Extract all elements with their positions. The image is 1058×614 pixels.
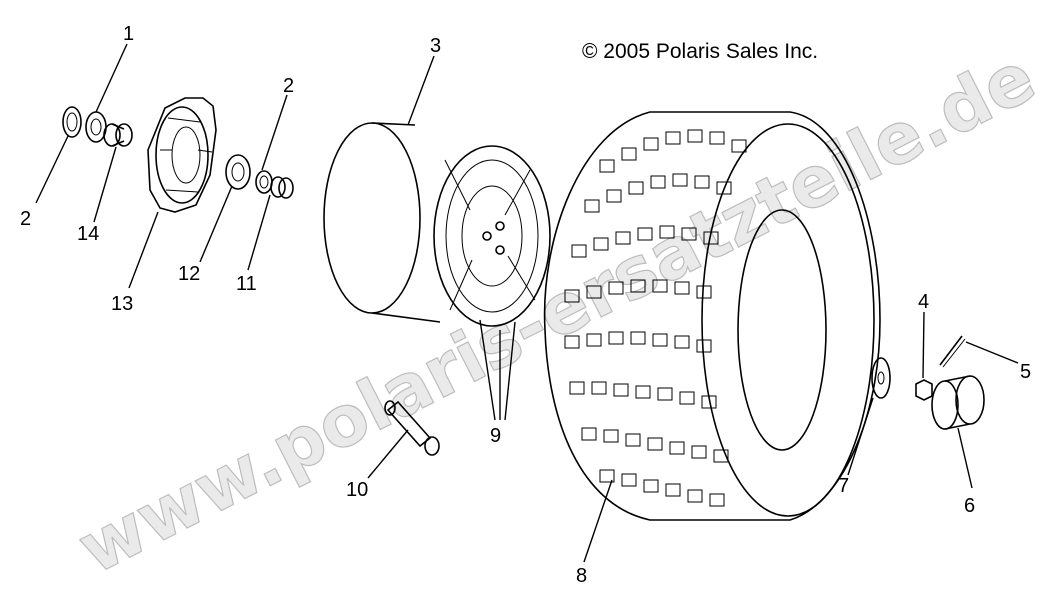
valve-stem [384, 400, 440, 456]
cotter-pin [939, 335, 966, 368]
leader-lines [35, 43, 1019, 563]
callout-13: 13 [111, 293, 133, 315]
callout-9: 9 [490, 425, 501, 447]
callout-14: 14 [77, 223, 99, 245]
callout-12: 12 [178, 263, 200, 285]
bearing [85, 111, 107, 143]
callout-2b: 2 [283, 75, 294, 97]
callout-5: 5 [1020, 361, 1031, 383]
callout-6: 6 [964, 495, 975, 517]
callout-2a: 2 [20, 208, 31, 230]
callout-10: 10 [346, 479, 368, 501]
copyright-text: © 2005 Polaris Sales Inc. [582, 40, 818, 63]
rim [323, 122, 551, 327]
callout-8: 8 [576, 565, 587, 587]
bearing-seal-left [62, 106, 82, 138]
tire [543, 111, 881, 521]
washer [871, 357, 891, 399]
callout-4: 4 [918, 291, 929, 313]
callout-7: 7 [838, 475, 849, 497]
wheel-hub [147, 97, 217, 213]
spacer-14 [103, 123, 133, 147]
callout-1: 1 [123, 23, 134, 45]
callout-3: 3 [430, 35, 441, 57]
axle-nut [915, 379, 933, 401]
bearing-12 [225, 154, 251, 190]
watermark-text: www.polaris-ersatzteile.de [65, 36, 1047, 591]
bearing-seal-right [255, 170, 273, 194]
tire-tread [564, 129, 747, 507]
spacer-11 [270, 176, 294, 199]
hub-cap [931, 375, 985, 430]
callout-11: 11 [236, 273, 257, 295]
